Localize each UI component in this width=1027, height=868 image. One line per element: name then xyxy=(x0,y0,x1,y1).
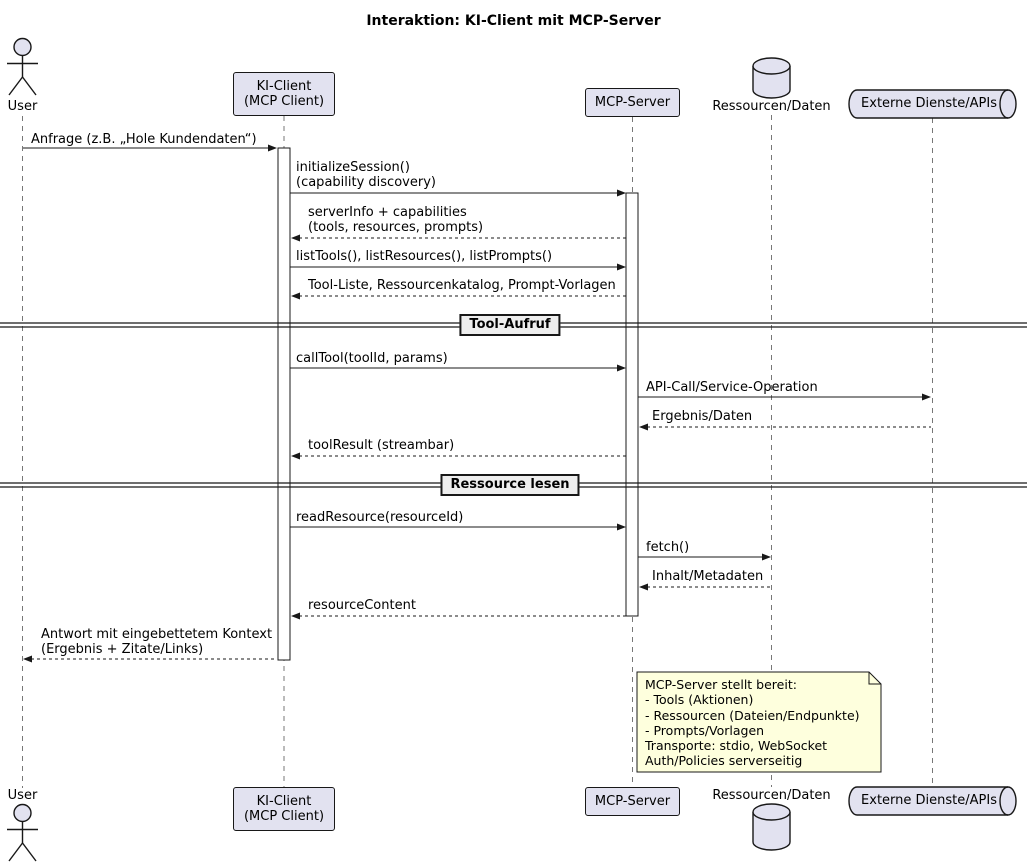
activation-mcp-server xyxy=(625,192,639,617)
actor-user-bottom-icon xyxy=(7,803,38,862)
ki-client-name: KI-Client xyxy=(256,794,312,809)
queue-shape-bottom xyxy=(848,786,1017,816)
message-label-serverinfo: serverInfo + capabilities (tools, resour… xyxy=(308,205,484,235)
arrow-antwort-return xyxy=(23,655,277,663)
ki-client-subname: (MCP Client) xyxy=(243,94,325,109)
message-label-listtools: listTools(), listResources(), listPrompt… xyxy=(296,249,553,264)
message-label-inhalt: Inhalt/Metadaten xyxy=(652,569,764,584)
message-label-anfrage: Anfrage (z.B. „Hole Kundendaten“) xyxy=(31,132,257,147)
participant-mcp-server-top: MCP-Server xyxy=(585,88,680,117)
message-arrows xyxy=(23,144,931,663)
actor-user-bottom-label: User xyxy=(7,788,38,803)
ki-client-name: KI-Client xyxy=(256,79,312,94)
participant-ki-client-top: KI-Client (MCP Client) xyxy=(233,72,335,116)
arrow-serverinfo-return xyxy=(291,234,626,242)
message-label-antwort: Antwort mit eingebettetem Kontext (Ergeb… xyxy=(41,627,273,657)
participant-externe-bottom-label: Externe Dienste/APIs xyxy=(861,793,997,808)
message-label-calltool: callTool(toolId, params) xyxy=(296,351,448,366)
message-label-readresource: readResource(resourceId) xyxy=(296,510,464,525)
divider-lines xyxy=(0,322,1027,488)
arrow-anfrage xyxy=(23,144,277,152)
arrow-toolresult-return xyxy=(291,452,626,460)
message-label-initialize-session: initializeSession() (capability discover… xyxy=(296,160,436,190)
message-label-fetch: fetch() xyxy=(646,540,690,555)
message-label-ergebnis: Ergebnis/Daten xyxy=(652,409,753,424)
divider-ressource-lesen: Ressource lesen xyxy=(440,474,580,496)
divider-tool-aufruf: Tool-Aufruf xyxy=(459,314,561,336)
arrow-api-call xyxy=(638,393,931,401)
message-label-toolliste: Tool-Liste, Ressourcenkatalog, Prompt-Vo… xyxy=(308,278,616,293)
mcp-server-name: MCP-Server xyxy=(594,95,671,110)
activation-bars xyxy=(277,147,639,661)
arrow-toolliste-return xyxy=(291,292,626,300)
activation-ki-client xyxy=(277,147,291,661)
arrow-inhalt-return xyxy=(639,583,771,591)
message-label-resourcecontent: resourceContent xyxy=(308,598,416,613)
queue-shape-top xyxy=(848,89,1017,119)
note-shape xyxy=(636,671,882,773)
arrow-readresource xyxy=(290,523,626,531)
arrow-resourcecontent-return xyxy=(291,612,626,620)
ki-client-subname: (MCP Client) xyxy=(243,809,325,824)
participant-ressourcen-bottom-label: Ressourcen/Daten xyxy=(712,788,831,803)
diagram-title: Interaktion: KI-Client mit MCP-Server xyxy=(366,13,661,29)
database-icon-top xyxy=(752,57,791,99)
arrow-calltool xyxy=(290,364,626,372)
participant-mcp-server-bottom: MCP-Server xyxy=(585,787,680,816)
arrow-initialize-session xyxy=(290,189,626,197)
database-icon-bottom xyxy=(752,803,791,851)
participant-ressourcen-top-label: Ressourcen/Daten xyxy=(712,99,831,114)
arrow-listtools xyxy=(290,263,626,271)
arrow-ergebnis-return xyxy=(639,423,931,431)
message-label-api-call: API-Call/Service-Operation xyxy=(646,380,818,395)
mcp-server-name: MCP-Server xyxy=(594,794,671,809)
actor-user-top-icon xyxy=(7,37,38,96)
participant-ki-client-bottom: KI-Client (MCP Client) xyxy=(233,787,335,831)
actor-user-top-label: User xyxy=(7,99,38,114)
message-label-toolresult: toolResult (streambar) xyxy=(308,438,455,453)
note-mcp-server: MCP-Server stellt bereit: - Tools (Aktio… xyxy=(645,677,860,769)
arrow-fetch xyxy=(638,553,771,561)
participant-externe-top-label: Externe Dienste/APIs xyxy=(861,96,997,111)
